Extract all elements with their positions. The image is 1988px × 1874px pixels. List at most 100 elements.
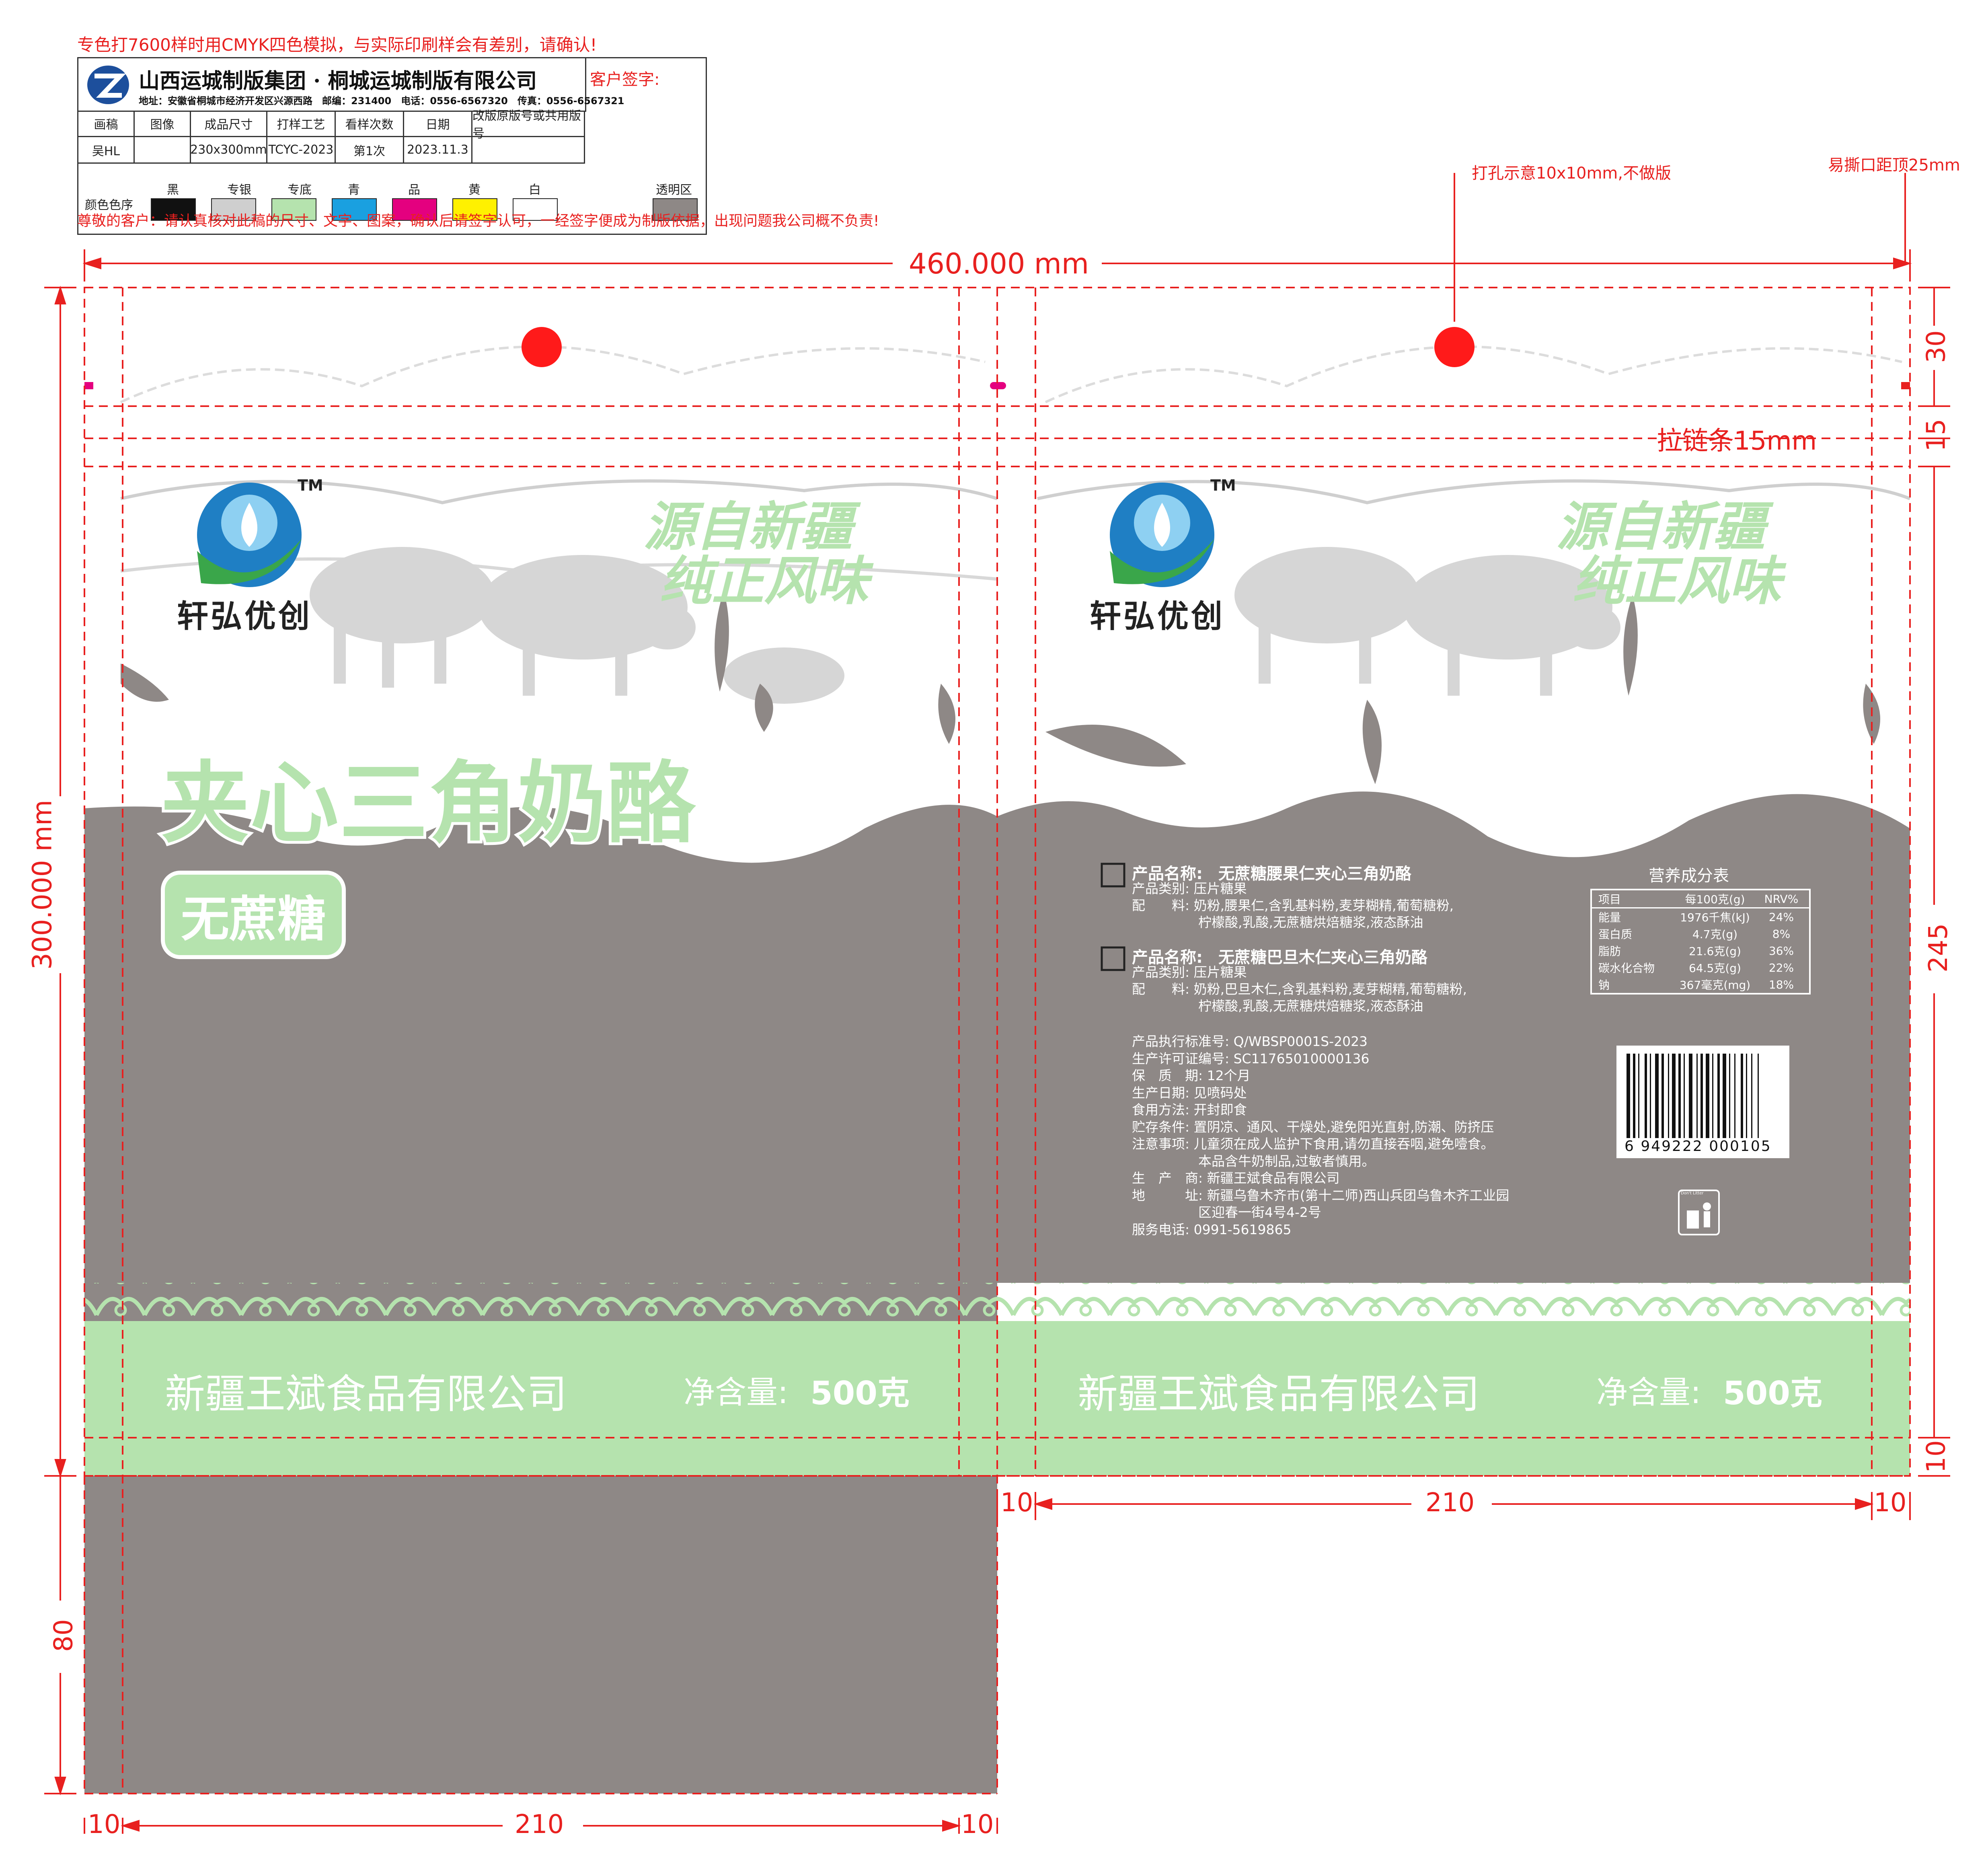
color-swatch (271, 198, 316, 221)
spec-line: 注意事项: 儿童须在成人监护下食用,请勿直接吞咽,避免噎食。 (1132, 1136, 1494, 1152)
table-cell (472, 137, 585, 164)
spec-line: 本品含牛奶制品,过敏者慎用。 (1132, 1153, 1375, 1169)
back-brand: 轩弘优创 (1090, 598, 1225, 635)
dim-right-245: 245 (1924, 923, 1954, 973)
back-company: 新疆王斌食品有限公司 (1078, 1371, 1480, 1418)
transparent-swatch (653, 198, 698, 221)
dim-bottom-fold: 80 (49, 1619, 79, 1652)
dim-bottom-left-margin: 10 (88, 1810, 121, 1839)
product1-name: 无蔗糖腰果仁夹心三角奶酪 (1218, 865, 1411, 883)
color-name: 专底 (288, 183, 312, 197)
nutrition-header: 项目 (1598, 893, 1621, 906)
company-address: 地址：安徽省桐城市经济开发区兴源西路 邮编：231400 电话：0556-656… (139, 95, 624, 107)
top-notice: 专色打7600样时用CMYK四色模拟，与实际印刷样会有差别，请确认! (77, 35, 597, 55)
dont-litter-icon (1678, 1190, 1720, 1235)
dim-total-width: 460.000 mm (909, 247, 1089, 280)
color-swatch (151, 198, 196, 221)
color-sequence-row: 颜色色序 黑专银专底青品黄白 透明区 (78, 164, 703, 234)
table-cell: 打样工艺 (267, 111, 336, 137)
color-swatch (392, 198, 437, 221)
nutrition-cell: 1976千焦(kJ) (1680, 911, 1750, 924)
dim-bottom-right-margin-right: 10 (1874, 1488, 1907, 1518)
spec-line: 服务电话: 0991-5619865 (1132, 1221, 1292, 1237)
table-cell (135, 137, 191, 164)
nutrition-cell: 钠 (1598, 978, 1610, 992)
dim-total-height: 300.000 mm (27, 799, 58, 970)
front-tm: TM (298, 477, 323, 494)
spec-line: 生产日期: 见喷码处 (1132, 1085, 1247, 1101)
nutrition-cell: 碳水化合物 (1598, 962, 1655, 975)
color-swatch (332, 198, 377, 221)
spec-line: 地 址: 新疆乌鲁木齐市(第十二师)西山兵团乌鲁木齐工业园 (1132, 1187, 1509, 1203)
dim-right-30: 30 (1921, 330, 1951, 363)
table-cell: 图像 (135, 111, 191, 137)
nutrition-header: NRV% (1764, 892, 1799, 906)
company-row: 山西运城制版集团 · 桐城运城制版有限公司 地址：安徽省桐城市经济开发区兴源西路… (78, 58, 624, 112)
table-value-row: 吴HL 230x300mm TCYC-2023 第1次 2023.11.3 (78, 137, 585, 164)
dim-bottom-left-margin-right: 10 (961, 1810, 994, 1839)
color-name: 白 (529, 183, 541, 197)
dim-right-15: 15 (1921, 419, 1951, 452)
nutrition-cell: 4.7克(g) (1692, 928, 1738, 941)
back-net-value: 500克 (1723, 1375, 1822, 1412)
nutrition-cell: 64.5克(g) (1689, 962, 1741, 975)
print-spec-table: 山西运城制版集团 · 桐城运城制版有限公司 地址：安徽省桐城市经济开发区兴源西路… (77, 57, 707, 235)
hole-punch-left (522, 327, 562, 367)
tear-annotation: 易撕口距顶25mm (1828, 156, 1960, 175)
front-net-label: 净含量: (684, 1375, 789, 1411)
product1-ingredients-1: 配 料: 奶粉,腰果仁,含乳基料粉,麦芽糊精,葡萄糖粉, (1132, 898, 1454, 913)
spec-line: 贮存条件: 置阴凉、通风、干燥处,避免阳光直射,防潮、防挤压 (1132, 1119, 1494, 1135)
nutrition-header: 每100克(g) (1685, 893, 1745, 906)
front-panel (84, 288, 998, 1794)
nutrition-cell: 21.6克(g) (1689, 945, 1741, 958)
table-cell: 看样次数 (336, 111, 404, 137)
product2-ingredients-2: 柠檬酸,乳酸,无蔗糖烘焙糖浆,液态酥油 (1132, 998, 1423, 1014)
color-name: 黑 (167, 183, 179, 197)
back-slogan-2: 纯正风味 (1572, 551, 1782, 612)
product1-checkbox (1101, 863, 1125, 888)
table-cell: 日期 (404, 111, 472, 137)
company-name: 山西运城制版集团 · 桐城运城制版有限公司 (139, 69, 537, 93)
brand-logo-icon (197, 483, 302, 587)
zy-logo-icon (87, 66, 129, 104)
front-slogan-1: 源自新疆 (643, 496, 853, 557)
color-name: 品 (408, 183, 420, 197)
front-slogan-2: 纯正风味 (659, 551, 869, 612)
back-net-label: 净含量: (1596, 1375, 1701, 1411)
nutrition-cell: 367毫克(mg) (1679, 978, 1751, 992)
table-cell: 第1次 (336, 137, 404, 164)
table-header-row: 画稿 图像 成品尺寸 打样工艺 看样次数 日期 改版原版号或共用版号 (78, 109, 585, 141)
nutrition-cell: 36% (1768, 944, 1794, 958)
zipper-annotation: 拉链条15mm (1657, 426, 1817, 456)
table-cell: 改版原版号或共用版号 (472, 109, 585, 141)
front-title: 夹心三角奶酪 (158, 749, 698, 858)
hole-annotation: 打孔示意10x10mm,不做版 (1472, 164, 1672, 183)
barcode-number: 6 949222 000105 (1624, 1138, 1772, 1155)
nutrition-cell: 脂肪 (1598, 945, 1621, 958)
spec-line: 保 质 期: 12个月 (1132, 1068, 1251, 1083)
nutrition-row: 脂肪 21.6克(g) 36% (1592, 942, 1809, 959)
table-cell: 2023.11.3 (404, 137, 472, 164)
nutrition-cell: 能量 (1598, 911, 1621, 924)
product1-name-label: 产品名称: (1132, 865, 1203, 883)
front-badge-text: 无蔗糖 (181, 892, 326, 947)
nutrition-cell: 蛋白质 (1598, 928, 1633, 941)
color-swatch (211, 198, 256, 221)
table-cell: 成品尺寸 (191, 111, 267, 137)
dont-litter-label: Don't Litter (1681, 1191, 1704, 1196)
color-swatch (513, 198, 558, 221)
product2-name: 无蔗糖巴旦木仁夹心三角奶酪 (1218, 948, 1427, 967)
spec-line: 生产许可证编号: SC11765010000136 (1132, 1050, 1370, 1066)
color-name: 专银 (227, 183, 251, 197)
dim-bottom-left-width: 210 (515, 1810, 564, 1839)
front-badge: 无蔗糖 (161, 871, 346, 959)
back-tm: TM (1210, 477, 1236, 494)
table-cell: 画稿 (78, 111, 135, 137)
color-name: 青 (348, 183, 360, 197)
